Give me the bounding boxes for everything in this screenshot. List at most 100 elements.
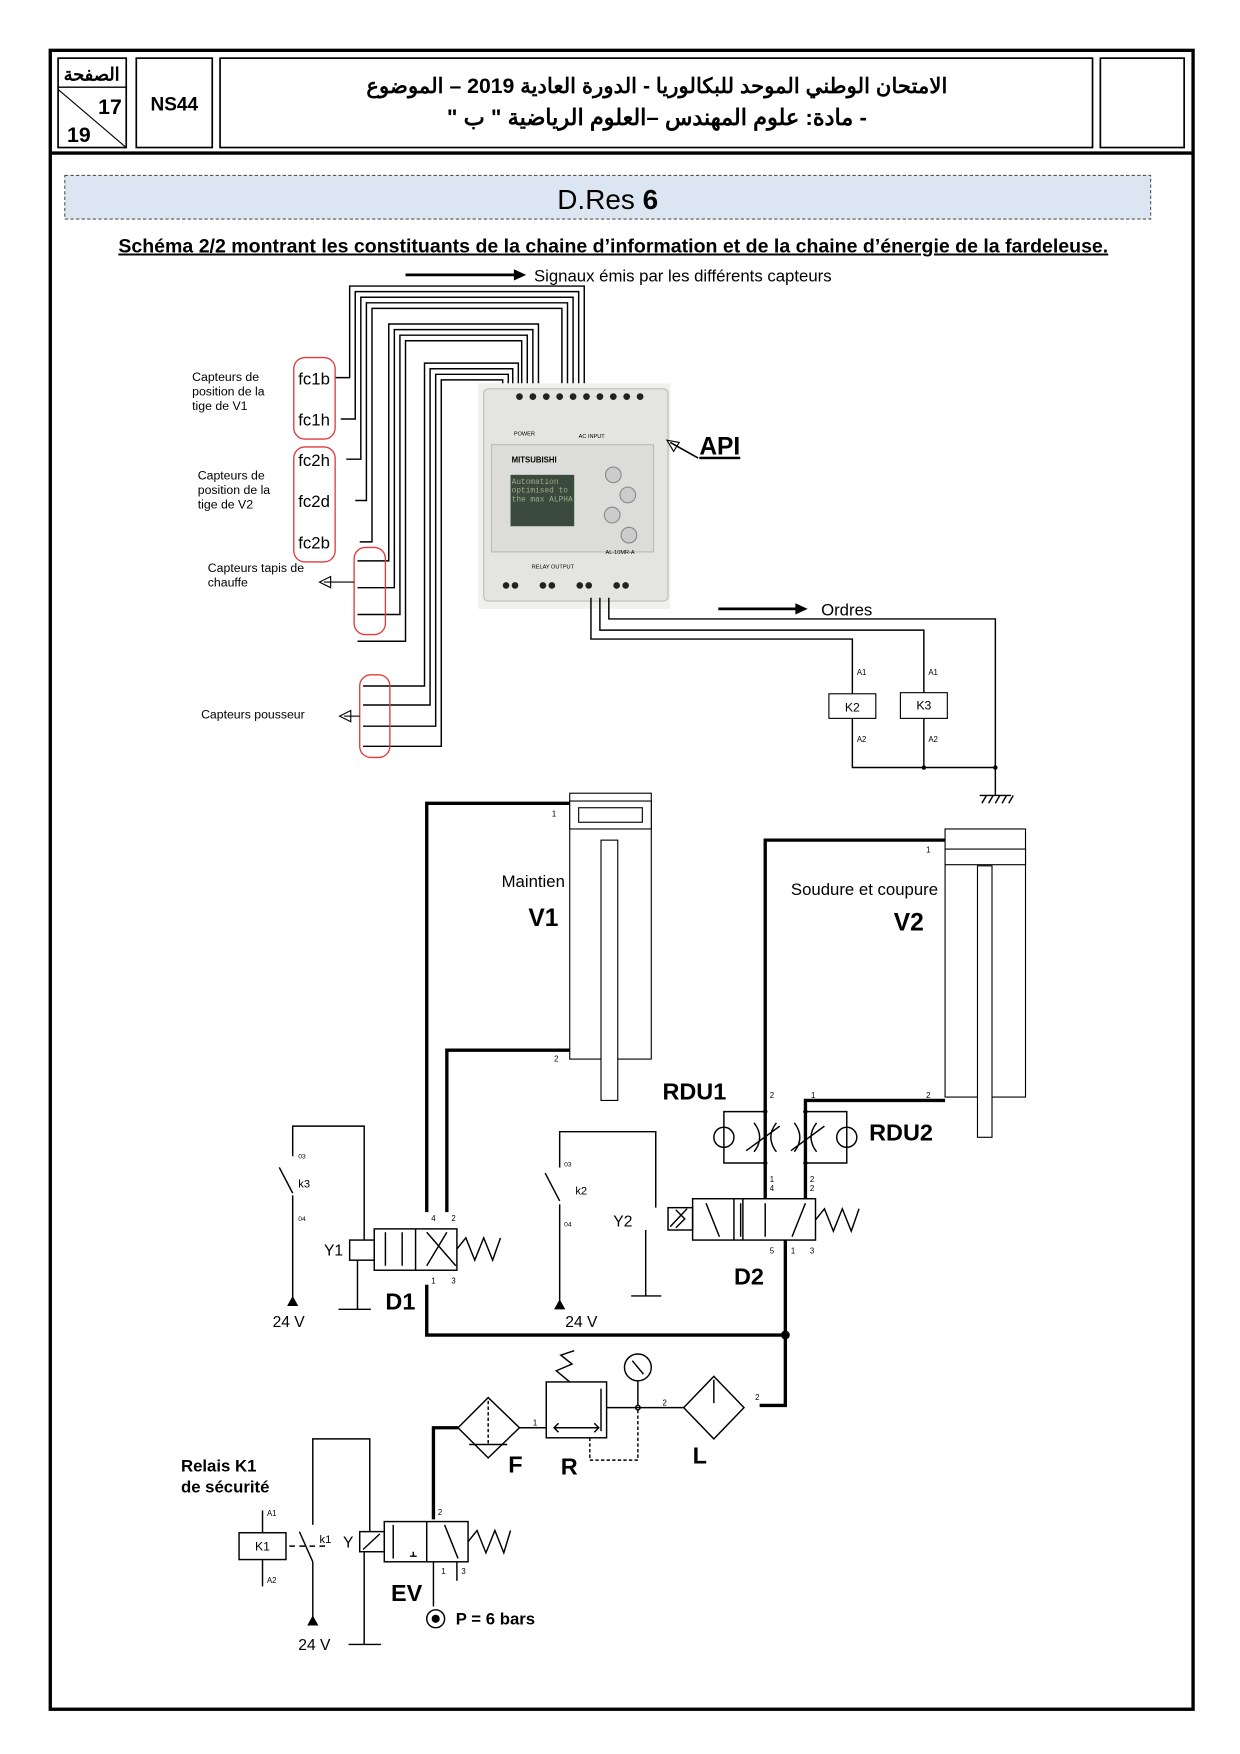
svg-text:2: 2 [926, 1091, 930, 1100]
api-plc: POWER AC INPUT MITSUBISHI Automation opt… [478, 383, 671, 609]
valve-d2 [544, 1130, 860, 1302]
svg-text:K3: K3 [916, 698, 931, 712]
pousseur-sensors-label: Capteurs pousseur [201, 707, 305, 721]
page-label: الصفحة [64, 64, 120, 84]
d1-label: D1 [385, 1288, 415, 1314]
v2-name: Soudure et coupure [791, 880, 938, 899]
svg-text:1: 1 [811, 1091, 815, 1100]
page-total: 19 [67, 124, 91, 147]
svg-text:K2: K2 [845, 701, 860, 715]
ev-label: EV [391, 1580, 423, 1606]
svg-text:2: 2 [755, 1393, 759, 1402]
svg-text:Y2: Y2 [613, 1214, 632, 1231]
safety-relay-title: Relais K1 [181, 1456, 256, 1475]
svg-text:RELAY OUTPUT: RELAY OUTPUT [532, 565, 575, 571]
pressure-label: P = 6 bars [456, 1609, 535, 1628]
svg-text:2: 2 [438, 1508, 442, 1517]
api-label: API [699, 434, 740, 461]
v2-label: V2 [894, 910, 924, 937]
svg-text:04: 04 [298, 1216, 306, 1223]
svg-text:03: 03 [298, 1154, 306, 1161]
cylinder-v1 [569, 792, 652, 1101]
regulator-label: R [561, 1454, 578, 1480]
safety-relay-subtitle: de sécurité [181, 1478, 269, 1497]
supply-24v-3: 24 V [298, 1637, 331, 1654]
svg-text:A1: A1 [928, 668, 938, 677]
svg-text:2: 2 [810, 1184, 814, 1193]
supply-24v-1: 24 V [273, 1314, 306, 1331]
valve-ev [238, 1438, 512, 1646]
svg-text:1: 1 [926, 845, 930, 854]
signals-legend: Signaux émis par les différents capteurs [534, 267, 832, 286]
rdu1-label: RDU1 [662, 1078, 726, 1104]
banner [64, 174, 1152, 220]
exam-subject: - مادة: علوم المهندس –العلوم الرياضية " … [447, 105, 867, 131]
sensor-fc2d: fc2d [298, 492, 330, 511]
flow-regulators [713, 1110, 858, 1164]
lubricator-label: L [693, 1442, 707, 1468]
relay-k1: K1 [255, 1540, 270, 1554]
svg-text:POWER: POWER [514, 432, 535, 438]
rdu2-label: RDU2 [869, 1120, 933, 1146]
svg-text:A2: A2 [267, 1576, 277, 1585]
v1-sensors-label: Capteurs de position de la tige de V1 [192, 370, 265, 414]
sensor-wires [335, 285, 585, 748]
valve-d1 [278, 1125, 502, 1311]
page-current: 17 [98, 96, 122, 119]
sensor-fc2h: fc2h [298, 451, 330, 470]
svg-text:4: 4 [770, 1184, 775, 1193]
svg-text:1: 1 [791, 1246, 795, 1255]
svg-text:2: 2 [451, 1214, 455, 1223]
svg-text:3: 3 [451, 1277, 455, 1286]
svg-text:A1: A1 [267, 1509, 277, 1518]
v1-label: V1 [528, 905, 558, 932]
exam-code: NS44 [151, 95, 199, 116]
svg-text:MITSUBISHI: MITSUBISHI [512, 456, 557, 465]
svg-text:04: 04 [564, 1222, 572, 1229]
page-frame [48, 48, 1195, 1711]
svg-text:1: 1 [552, 810, 556, 819]
frl-unit [456, 1349, 746, 1461]
relay-k2 [828, 693, 877, 719]
order-wires [590, 597, 1014, 804]
svg-text:A2: A2 [928, 735, 938, 744]
svg-text:AC INPUT: AC INPUT [579, 434, 606, 440]
d2-label: D2 [734, 1264, 764, 1290]
svg-text:k1: k1 [319, 1534, 331, 1546]
filter-label: F [508, 1451, 522, 1477]
supply-24v-2: 24 V [565, 1314, 598, 1331]
svg-text:k2: k2 [575, 1185, 587, 1197]
sensor-groups: fc1b fc1h fc2h fc2d fc2b Capteurs de pos… [192, 356, 391, 759]
v2-sensors-label: Capteurs de position de la tige de V2 [197, 469, 271, 512]
svg-text:2: 2 [662, 1398, 666, 1407]
svg-text:03: 03 [564, 1161, 572, 1168]
svg-text:A1: A1 [857, 668, 867, 677]
relay-k3 [899, 692, 948, 719]
svg-text:1: 1 [441, 1567, 445, 1576]
tapis-sensors-label: Capteurs tapis de chauffe [207, 561, 305, 590]
banner-title: D.Res 6 [557, 184, 658, 215]
sensor-fc2b: fc2b [298, 534, 330, 553]
svg-text:k3: k3 [298, 1179, 310, 1191]
svg-text:1: 1 [770, 1175, 774, 1184]
doc-title: Schéma 2/2 montrant les constituants de … [118, 236, 1108, 258]
svg-text:1: 1 [431, 1277, 435, 1286]
sensor-fc1b: fc1b [298, 369, 330, 388]
orders-legend: Ordres [821, 601, 872, 620]
svg-text:2: 2 [554, 1054, 558, 1063]
pneumatic-lines [425, 801, 946, 1520]
svg-text:1: 1 [533, 1419, 537, 1428]
svg-text:AL-10MR-A: AL-10MR-A [605, 550, 634, 556]
sensor-fc1h: fc1h [298, 411, 330, 430]
v1-name: Maintien [502, 872, 565, 891]
svg-text:Y: Y [343, 1534, 354, 1551]
exam-title: الامتحان الوطني الموحد للبكالوريا - الدو… [366, 75, 947, 99]
svg-text:2: 2 [770, 1091, 774, 1100]
svg-text:A2: A2 [857, 735, 867, 744]
svg-text:2: 2 [810, 1175, 814, 1184]
svg-text:3: 3 [810, 1246, 814, 1255]
header: الصفحة 17 19 NS44 الامتحان الوطني الموحد… [57, 57, 1185, 149]
svg-text:3: 3 [461, 1567, 465, 1576]
cylinder-v2 [944, 828, 1027, 1138]
